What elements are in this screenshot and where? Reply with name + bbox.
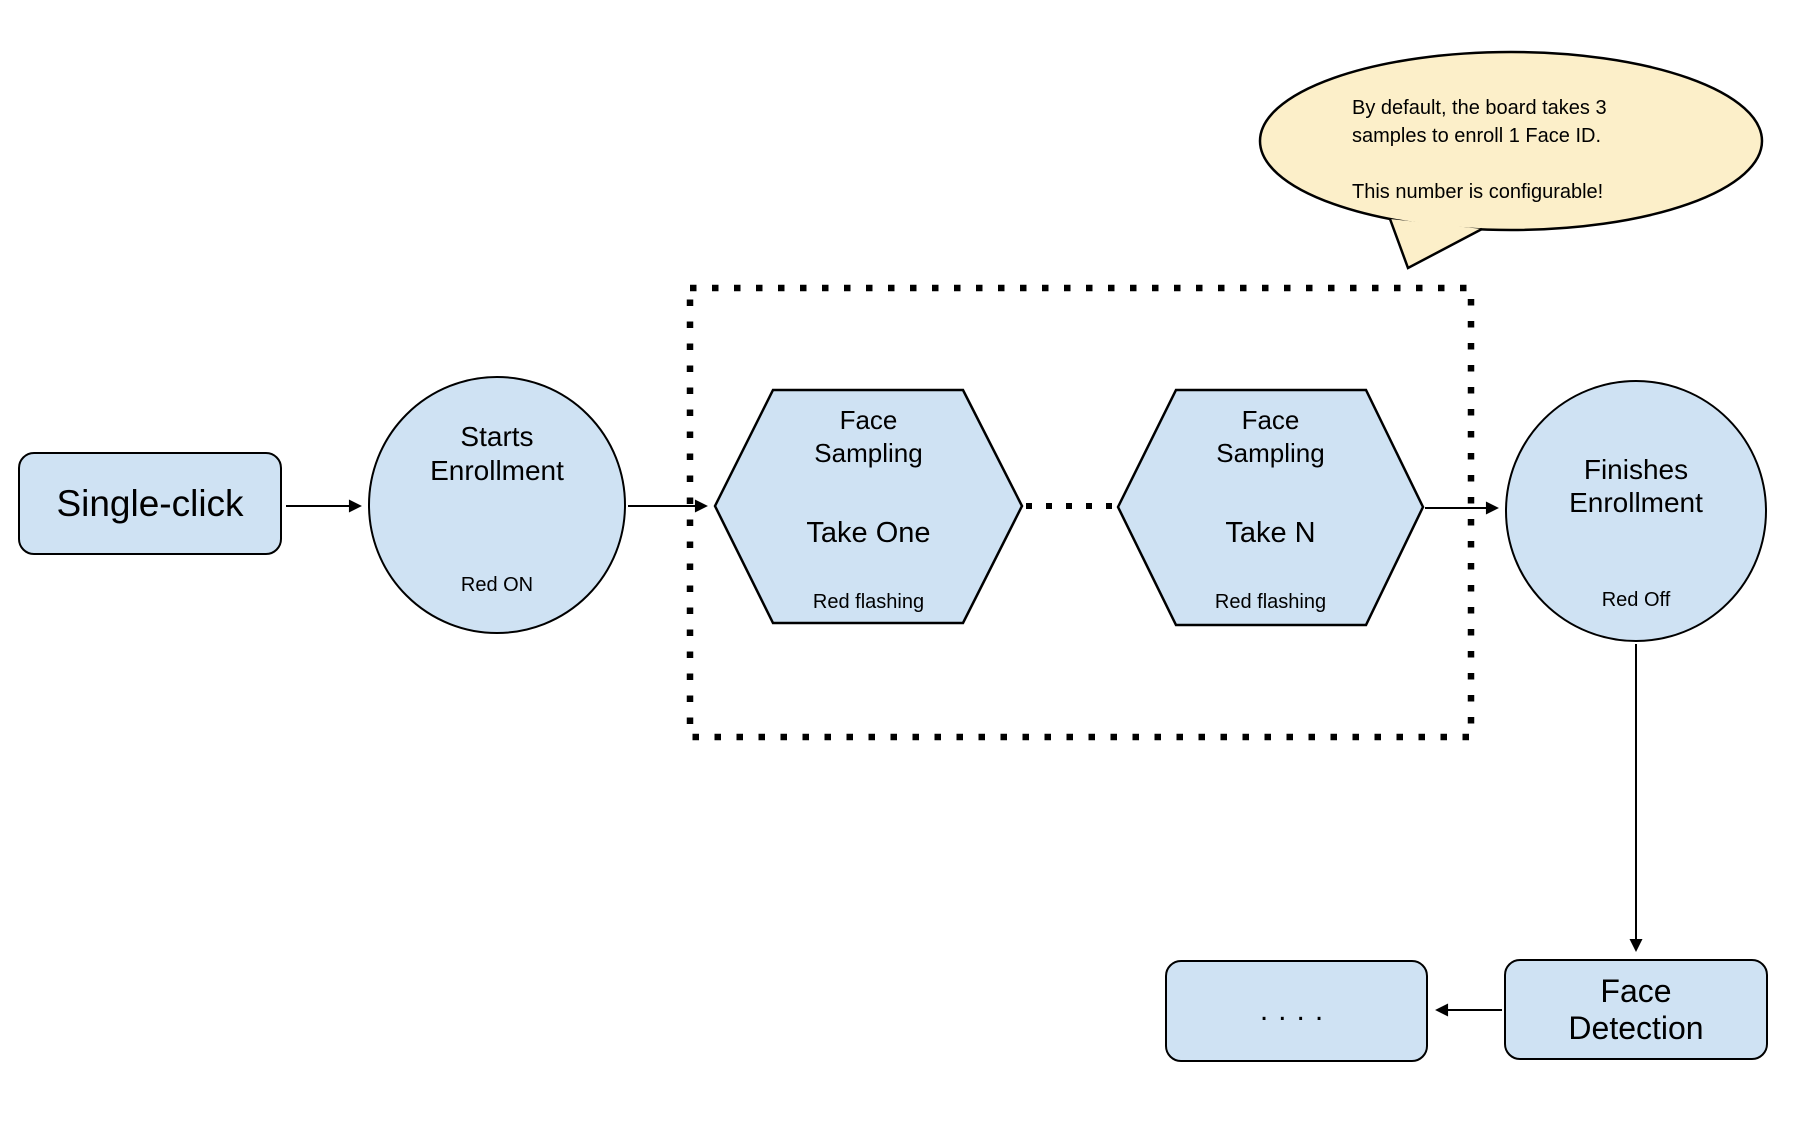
speech-bubble-text: By default, the board takes 3 samples to…	[1352, 94, 1772, 206]
single-click-label: Single-click	[56, 482, 244, 524]
bubble-line: samples to enroll 1 Face ID.	[1352, 125, 1601, 147]
face-sampling-one-node: Face Sampling Take One Red flashing	[715, 390, 1022, 623]
face-detection-node: Face Detection	[1504, 959, 1768, 1060]
speech-bubble	[1258, 50, 1764, 232]
face-sampling-one-shape	[713, 388, 1024, 625]
speech-bubble-tail	[1388, 218, 1483, 270]
face-sampling-one-label: Face Sampling	[814, 405, 923, 468]
face-sampling-n-step: Take N	[1225, 517, 1316, 549]
face-sampling-one-step: Take One	[806, 517, 931, 549]
starts-enrollment-node: Starts Enrollment Red ON	[368, 376, 626, 634]
face-sampling-n-node: Face Sampling Take N Red flashing	[1118, 390, 1423, 623]
finishes-enrollment-status: Red Off	[1601, 589, 1671, 611]
face-sampling-n-label: Face Sampling	[1216, 405, 1325, 468]
continuation-node: ....	[1165, 960, 1428, 1062]
starts-enrollment-status: Red ON	[460, 574, 534, 596]
face-sampling-one-status: Red flashing	[812, 591, 925, 613]
bubble-line: This number is configurable!	[1352, 181, 1604, 203]
single-click-node: Single-click	[18, 452, 282, 555]
starts-enrollment-label: Starts Enrollment	[430, 421, 564, 486]
face-sampling-n-shape	[1116, 388, 1425, 627]
face-detection-label: Face Detection	[1568, 972, 1704, 1046]
continuation-label: ....	[1259, 994, 1334, 1027]
finishes-enrollment-node: Finishes Enrollment Red Off	[1505, 380, 1767, 642]
bubble-line: By default, the board takes 3	[1352, 97, 1607, 119]
bubble-line	[1352, 150, 1772, 178]
face-sampling-n-status: Red flashing	[1214, 591, 1327, 613]
finishes-enrollment-label: Finishes Enrollment	[1569, 454, 1703, 518]
